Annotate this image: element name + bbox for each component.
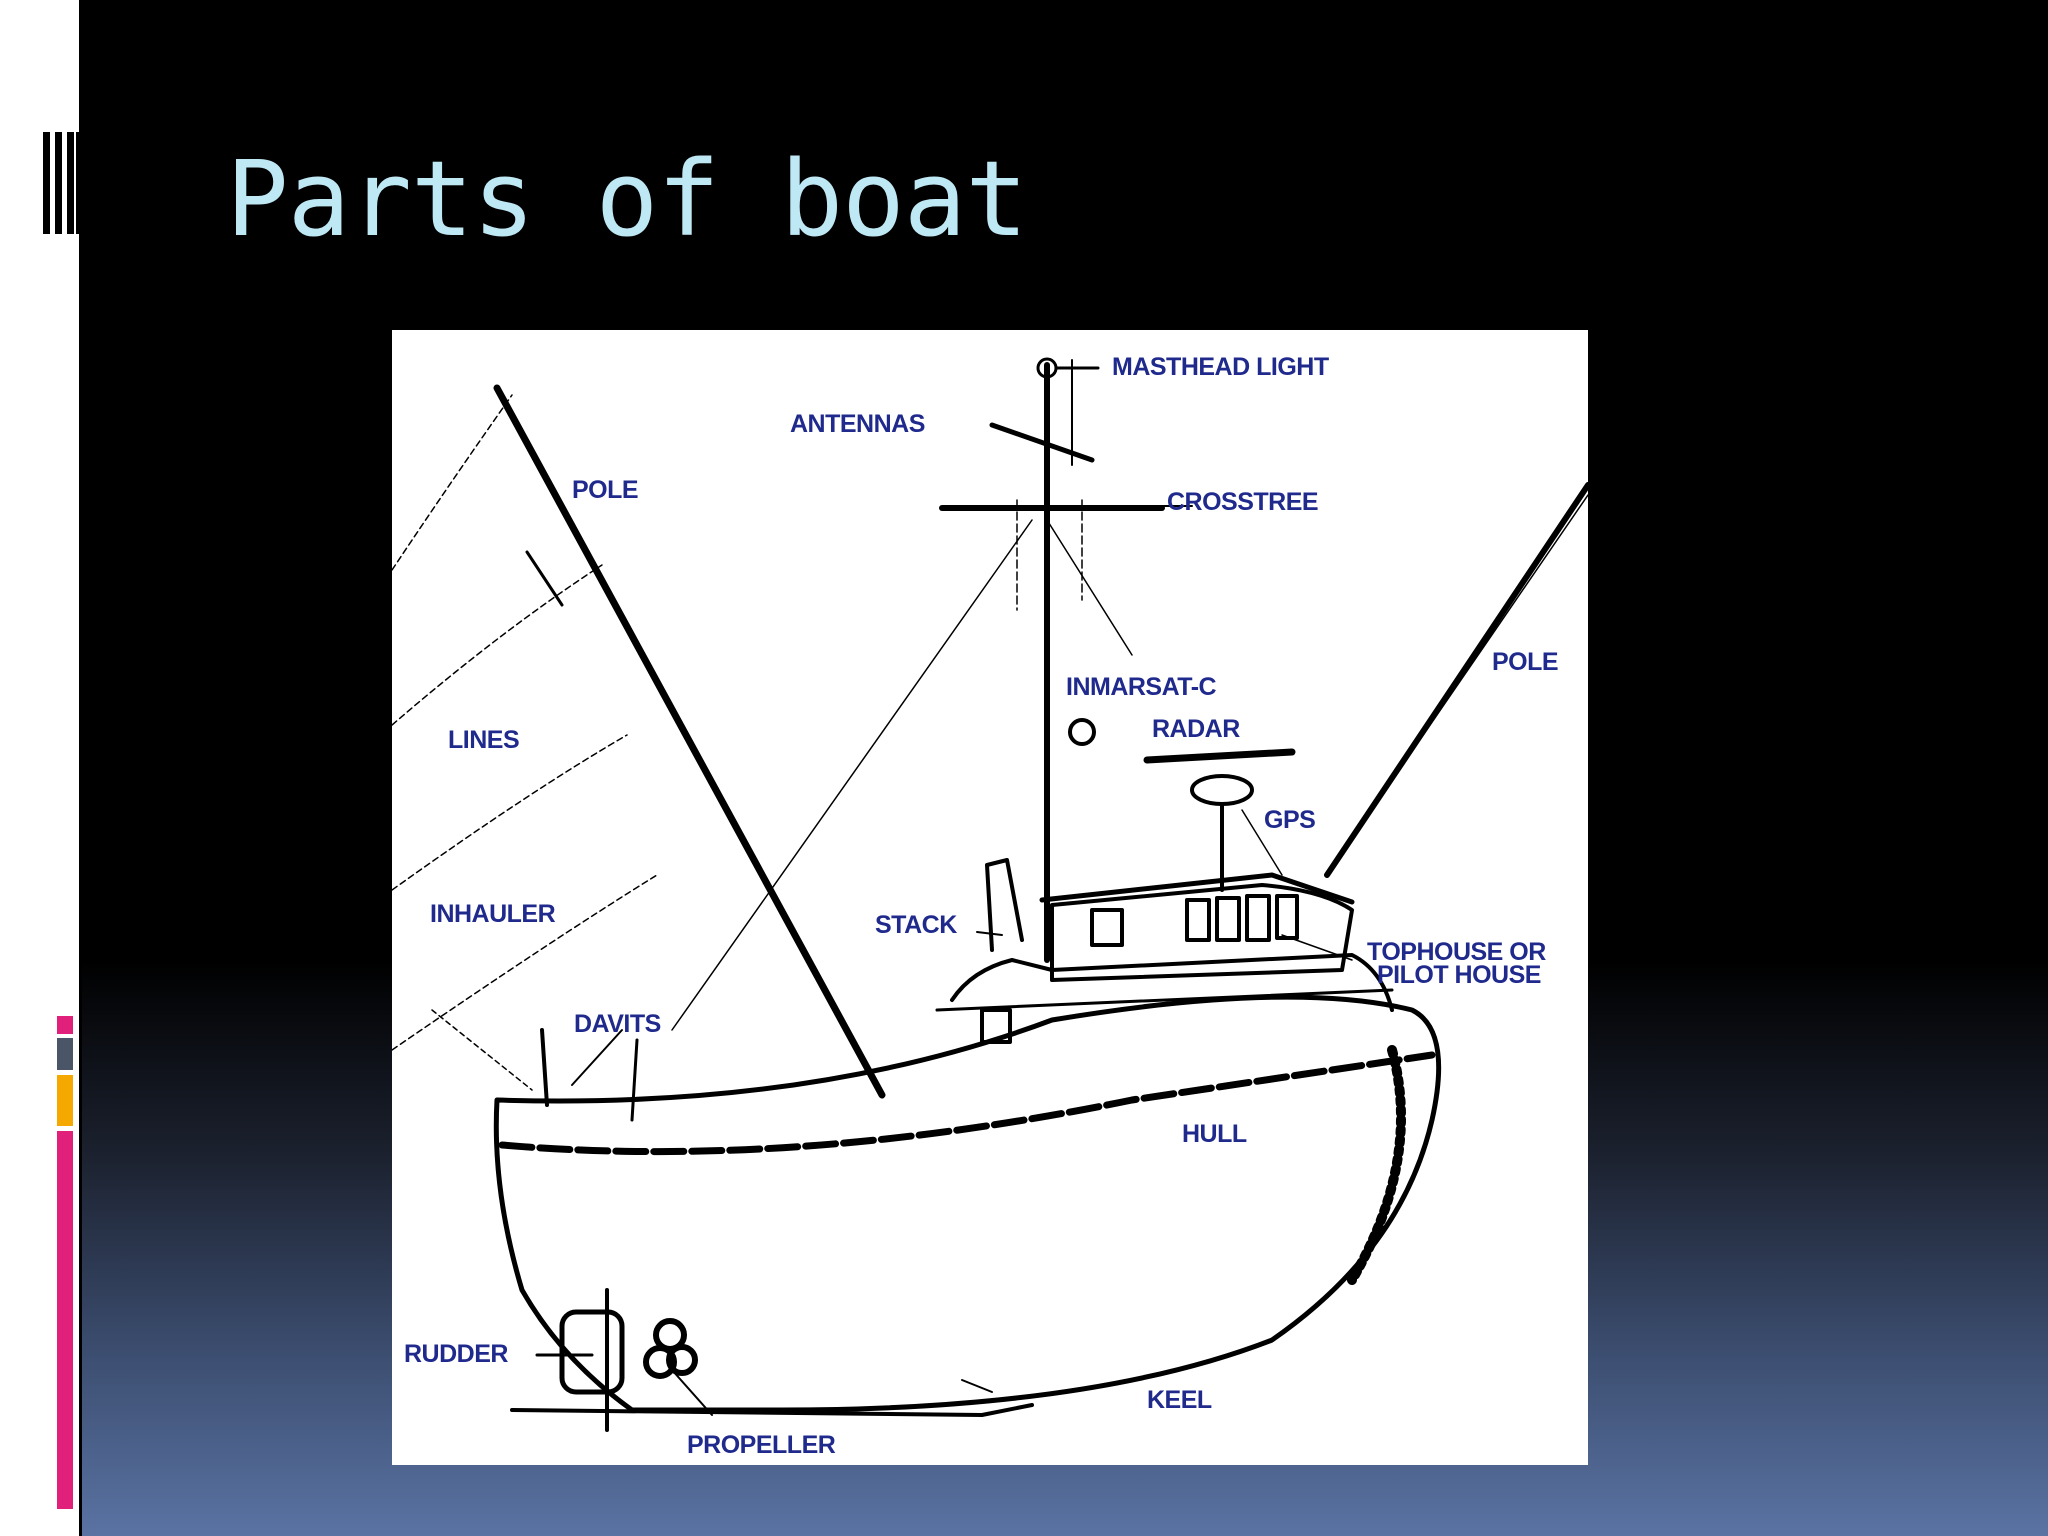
rudder xyxy=(559,1309,625,1395)
label-lines: LINES xyxy=(448,726,520,754)
decor-bar xyxy=(43,132,50,234)
label-hull: HULL xyxy=(1182,1120,1247,1148)
fishing-line xyxy=(392,394,513,571)
label-antennas: ANTENNAS xyxy=(790,410,925,438)
radar-base xyxy=(1190,774,1254,806)
label-davits: DAVITS xyxy=(574,1010,661,1038)
lower-cabin xyxy=(950,953,1394,1012)
label-crosstree: CROSSTREE xyxy=(1167,488,1319,516)
inmarsat-dome xyxy=(1068,718,1096,746)
decor-bar xyxy=(67,132,74,234)
label-masthead-light: MASTHEAD LIGHT xyxy=(1112,353,1329,381)
label-propeller: PROPELLER xyxy=(687,1431,836,1459)
accent-bar-orange xyxy=(57,1075,73,1126)
fishing-line xyxy=(392,874,658,1051)
davit xyxy=(630,1038,639,1122)
cabin-rail xyxy=(935,988,1394,1012)
keel xyxy=(510,1403,1034,1417)
accent-bar-gray xyxy=(57,1038,73,1070)
gps-pointer xyxy=(1241,809,1283,876)
label-inmarsat: INMARSAT-C xyxy=(1066,673,1217,701)
cabin-window xyxy=(980,1008,1012,1044)
pilot-house-windows xyxy=(1090,894,1299,947)
davit xyxy=(540,1028,549,1107)
stay xyxy=(1046,519,1133,656)
propeller xyxy=(643,1345,677,1379)
label-rudder: RUDDER xyxy=(404,1340,508,1368)
left-decor-strip xyxy=(0,0,82,1536)
slide-title: Parts of boat xyxy=(226,138,1028,260)
hull xyxy=(493,994,1442,1413)
boat-drawing xyxy=(392,357,1588,1432)
stay xyxy=(671,519,1033,1031)
label-inhauler: INHAULER xyxy=(430,900,556,928)
stack-pointer xyxy=(976,931,1003,936)
hull-shade xyxy=(1347,1045,1406,1285)
accent-bar-magenta-long xyxy=(57,1131,73,1509)
pilot-house xyxy=(1050,883,1354,982)
label-stack: STACK xyxy=(875,911,957,939)
right-pole xyxy=(1324,482,1588,878)
hull-rub-rail xyxy=(498,1051,1436,1156)
propeller xyxy=(666,1344,698,1376)
inhauler-line xyxy=(431,1009,533,1091)
stack xyxy=(985,858,1024,952)
decor-bar xyxy=(55,132,62,234)
label-gps: GPS xyxy=(1264,806,1316,834)
boat-diagram: MASTHEAD LIGHT ANTENNAS CROSSTREE POLE P… xyxy=(392,330,1588,1465)
propeller-pointer xyxy=(671,1369,713,1416)
label-tophouse-line1: TOPHOUSE OR xyxy=(1367,938,1546,966)
label-keel: KEEL xyxy=(1147,1386,1212,1414)
left-pole xyxy=(493,384,886,1099)
line-marker xyxy=(525,550,564,607)
label-tophouse-line2: PILOT HOUSE xyxy=(1377,961,1541,989)
keel-pointer xyxy=(961,1379,993,1393)
label-radar: RADAR xyxy=(1152,715,1240,743)
label-pole-left: POLE xyxy=(572,476,639,504)
decor-bar xyxy=(79,0,82,1536)
fishing-line xyxy=(392,734,628,891)
right-pole-line xyxy=(1326,494,1588,876)
label-pole-right: POLE xyxy=(1492,648,1559,676)
antenna xyxy=(989,422,1095,463)
davit-pointer xyxy=(571,1029,623,1086)
pilot-house-roof xyxy=(1039,872,1355,905)
accent-bar-magenta xyxy=(57,1016,73,1034)
fishing-line xyxy=(392,564,603,726)
radar-bar xyxy=(1143,748,1296,764)
